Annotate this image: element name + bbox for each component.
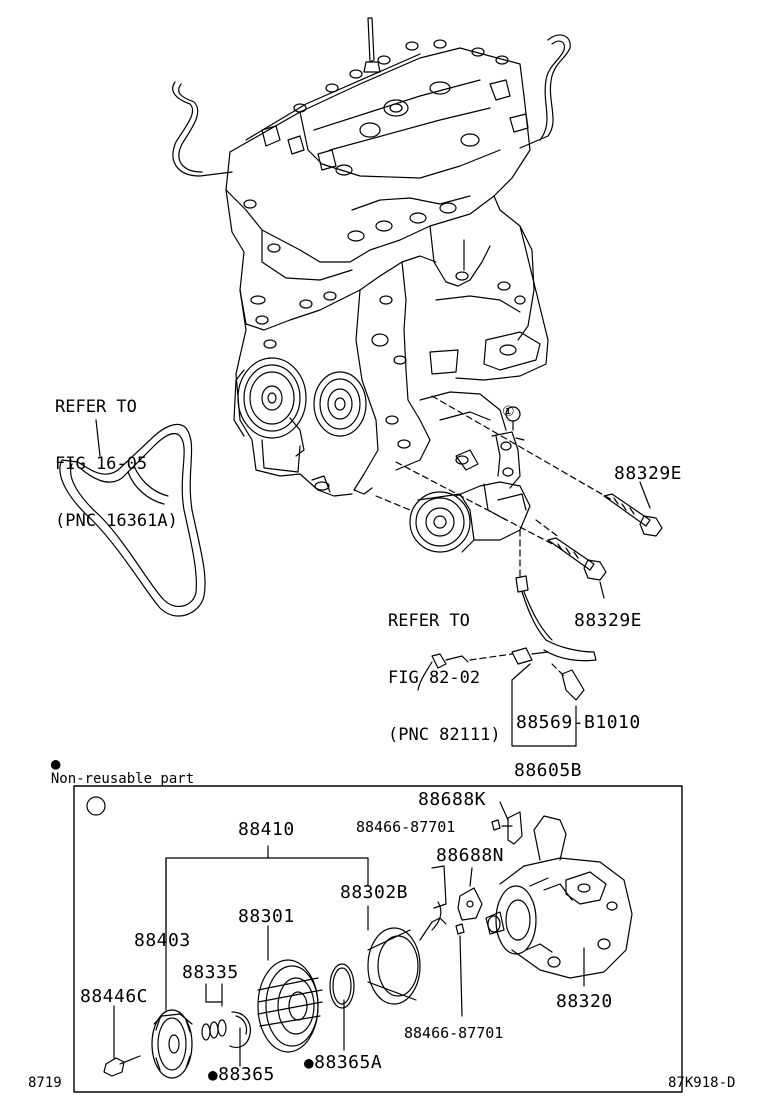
part-label-88335: 88335	[182, 962, 239, 983]
compressor-drawing	[409, 431, 531, 553]
non-reusable-icon: ●	[304, 1053, 315, 1072]
footer-left-code: 8719	[28, 1075, 62, 1091]
wire-reference-line1: REFER TO	[388, 611, 470, 631]
footer-figure-code: 87K918-D	[668, 1075, 736, 1091]
non-reusable-icon: ●	[208, 1065, 219, 1084]
legend: ● Non-reusable part	[34, 742, 195, 787]
part-label-88446c: 88446C	[80, 986, 149, 1007]
part-number-88365: 88365	[218, 1064, 275, 1085]
bolt-lower-drawing	[547, 537, 607, 581]
part-label-88329e-upper: 88329E	[614, 463, 683, 484]
belt-reference-line1: REFER TO	[55, 397, 137, 417]
belt-reference-line3: (PNC 16361A)	[55, 511, 178, 531]
part-label-88569-b1010: 88569-B1010	[516, 712, 641, 733]
part-label-88365: ●88365	[208, 1066, 275, 1084]
drive-belt-drawing	[59, 423, 206, 617]
part-label-88688n: 88688N	[436, 845, 505, 866]
part-label-88320: 88320	[556, 991, 613, 1012]
part-label-88466-87701-bottom: 88466-87701	[404, 1024, 504, 1042]
part-label-88466-87701-top: 88466-87701	[356, 818, 456, 836]
part-label-88301: 88301	[238, 906, 295, 927]
part-label-88329e-lower: 88329E	[574, 610, 643, 631]
engine-drawing	[172, 17, 571, 497]
inset-frame	[73, 785, 683, 1093]
belt-reference: REFER TO FIG 16-05 (PNC 16361A)	[55, 360, 178, 550]
leader-lines-dashed	[375, 395, 613, 679]
part-label-88410: 88410	[238, 819, 295, 840]
part-number-88365a: 88365A	[314, 1052, 383, 1073]
part-label-88403: 88403	[134, 930, 191, 951]
part-label-88365a: ●88365A	[304, 1054, 382, 1072]
inset-drawing	[86, 796, 633, 1079]
legend-text: Non-reusable part	[50, 771, 195, 787]
part-label-88688k: 88688K	[418, 789, 487, 810]
part-label-88302b: 88302B	[340, 882, 409, 903]
harness-drawing	[417, 575, 597, 701]
part-label-88605b: 88605B	[514, 760, 583, 781]
legend-bullet-icon: ●	[50, 754, 61, 773]
callout-bracket-harness	[511, 679, 577, 747]
wire-reference-line3: (PNC 82111)	[388, 725, 501, 745]
compressor-inset-marker: ①	[502, 404, 516, 420]
bolt-upper-drawing	[603, 493, 663, 537]
wire-reference: REFER TO FIG 82-02 (PNC 82111)	[388, 574, 501, 764]
belt-reference-line2: FIG 16-05	[55, 454, 148, 474]
wire-reference-line2: FIG 82-02	[388, 668, 481, 688]
